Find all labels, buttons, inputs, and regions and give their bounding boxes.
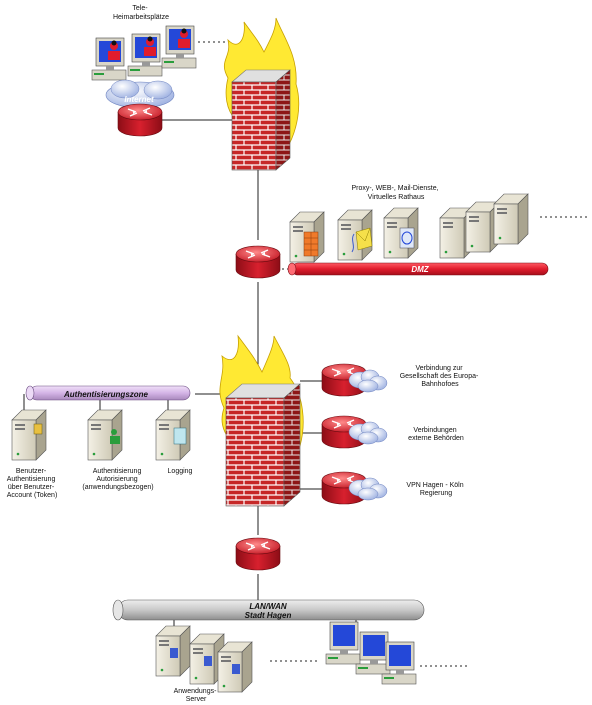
external-connection-2 xyxy=(321,415,388,449)
label-dmz: DMZ xyxy=(411,265,429,274)
logging-server xyxy=(155,409,191,461)
external-connection-1 xyxy=(321,363,388,397)
proxy-server xyxy=(289,211,325,263)
internet-router xyxy=(117,103,163,137)
label-auth-zone: Authentisierungszone xyxy=(63,390,149,399)
auth-servers xyxy=(11,409,191,461)
telearbeit-workstations xyxy=(91,25,197,81)
auth-server-token xyxy=(11,409,47,461)
auth-server-application xyxy=(87,409,123,461)
label-auth-server-2: Authentisierung Autorisierung (anwendung… xyxy=(82,468,153,491)
lan-router xyxy=(235,537,281,571)
label-telearbeit: Tele- Heimarbeitsplätze xyxy=(113,5,169,21)
label-conn-3: VPN Hagen - Köln Regierung xyxy=(406,482,465,497)
application-servers xyxy=(155,625,253,693)
lan-workstations xyxy=(325,621,417,685)
auth-zone-bus xyxy=(25,385,191,401)
mail-server xyxy=(337,209,373,261)
label-app-servers: Anwendungs- Server xyxy=(174,688,219,703)
label-conn-2: Verbindungen externe Behörden xyxy=(408,427,464,442)
label-conn-1: Verbindung zur Gesellschaft des Europa- … xyxy=(400,365,481,388)
lan-wan-bus xyxy=(112,599,425,621)
firewall-top xyxy=(223,17,300,171)
firewall-middle xyxy=(219,334,304,507)
dmz-router xyxy=(235,245,281,279)
label-lan-wan: LAN/WAN xyxy=(249,602,287,611)
virtual-townhall-server-3 xyxy=(493,193,529,245)
web-server xyxy=(383,207,419,259)
label-internet: Internet xyxy=(124,95,154,104)
label-dmz-services: Proxy-, WEB-, Mail-Dienste, Virtuelles R… xyxy=(351,185,440,201)
dmz-servers xyxy=(289,193,529,263)
connection-lines xyxy=(23,119,357,637)
external-connection-3 xyxy=(321,471,388,505)
label-auth-server-1: Benutzer- Authentisierung über Benutzer-… xyxy=(7,468,58,499)
label-stadt-hagen: Stadt Hagen xyxy=(245,611,292,620)
dmz-bus xyxy=(287,262,549,276)
label-auth-server-3: Logging xyxy=(168,468,193,475)
